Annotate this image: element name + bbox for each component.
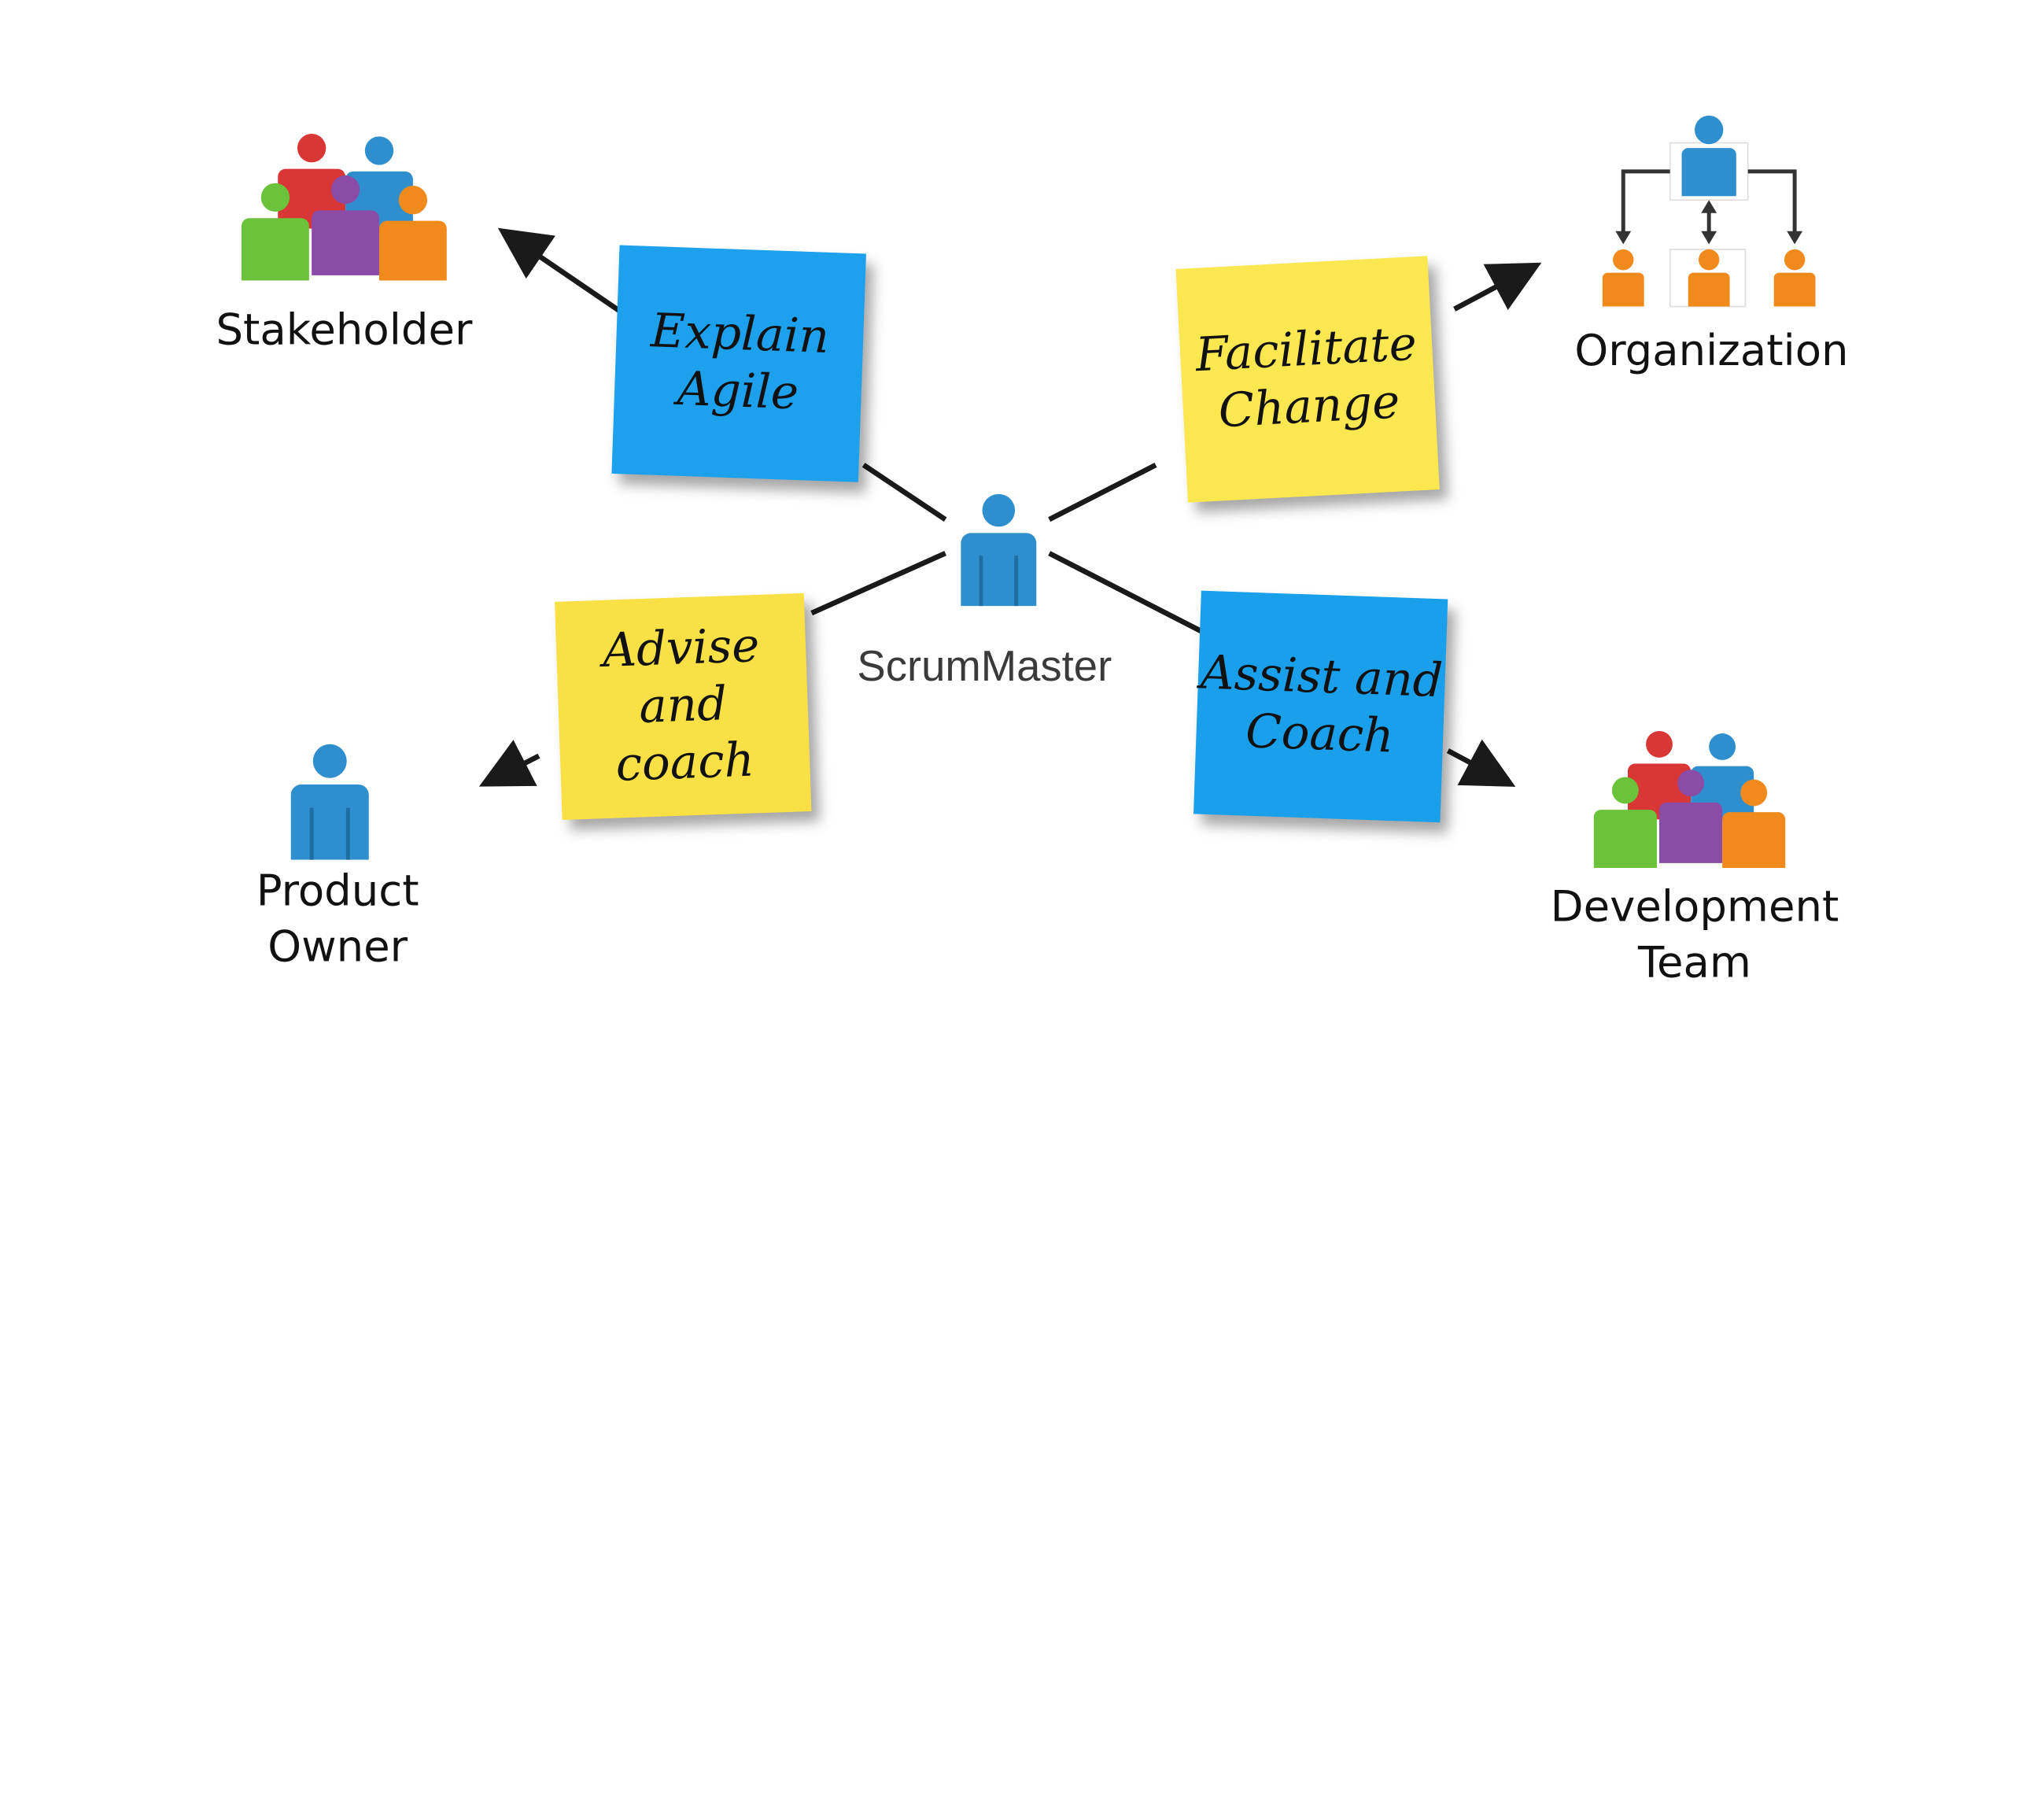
diagram-canvas: Stakeholder Organization Product Owner D… (216, 115, 1849, 988)
connector-lines (478, 227, 1542, 787)
arrow-to-organization-head (1453, 262, 1542, 312)
arrow-to-development-team-head (1446, 739, 1516, 787)
org-chart-icon (1602, 115, 1816, 308)
scrummaster-label: ScrumMaster (857, 641, 1112, 690)
person-icon (961, 493, 1037, 607)
arrow-to-stakeholder-head (497, 227, 622, 314)
organization-label: Organization (1574, 324, 1849, 376)
person-icon (290, 744, 369, 860)
development-team-label: Development Team (1550, 880, 1839, 988)
product-owner-label: Product Owner (256, 865, 419, 972)
sticky-note-advise-and-coach: Advise and coach (555, 593, 812, 821)
stakeholder-label: Stakeholder (216, 304, 473, 355)
sticky-note-text: Facilitate Change (1193, 317, 1419, 439)
arrow-to-product-owner (810, 551, 946, 616)
sticky-note-text: Advise and coach (601, 619, 761, 792)
sticky-note-assist-and-coach: Assist and Coach (1193, 590, 1448, 823)
arrow-to-organization (1048, 462, 1157, 522)
sticky-note-explain-agile: Explain Agile (611, 245, 866, 482)
arrow-to-stakeholder (861, 463, 947, 522)
sticky-note-text: Assist and Coach (1199, 646, 1444, 764)
arrow-to-product-owner-head (478, 740, 540, 787)
sticky-note-text: Explain Agile (650, 305, 830, 421)
arrow-to-development-team (1048, 551, 1203, 634)
sticky-note-facilitate-change: Facilitate Change (1175, 256, 1440, 503)
group-people-icon (242, 134, 447, 281)
group-people-icon (1593, 730, 1786, 869)
